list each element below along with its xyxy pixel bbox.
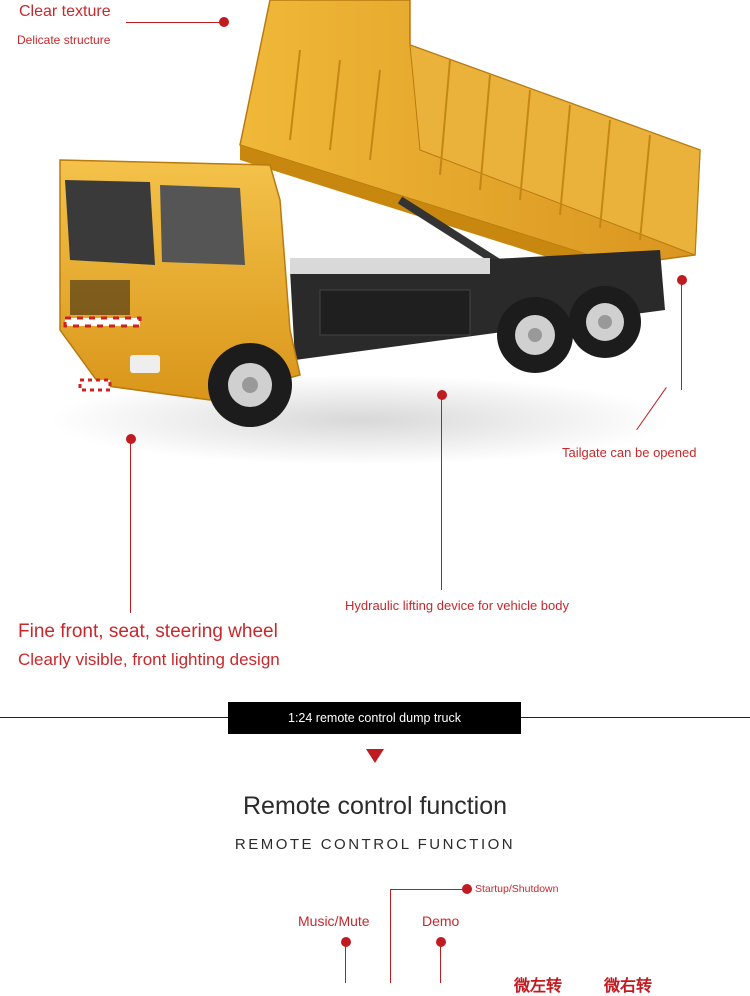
- front-marker-dot: [126, 434, 136, 444]
- hydraulic-callout: Hydraulic lifting device for vehicle bod…: [345, 598, 569, 613]
- product-banner: 1:24 remote control dump truck: [228, 702, 521, 734]
- hydraulic-marker-dot: [437, 390, 447, 400]
- tailgate-callout: Tailgate can be opened: [562, 445, 697, 460]
- partial-label-left: 微左转: [514, 976, 563, 995]
- music-mute-label: Music/Mute: [298, 913, 370, 929]
- demo-label: Demo: [422, 913, 460, 929]
- demo-leader-line: [440, 945, 441, 983]
- music-leader-line: [345, 945, 346, 983]
- front-callout-subtitle: Clearly visible, front lighting design: [18, 650, 280, 669]
- texture-leader-line: [126, 22, 224, 23]
- section-title: Remote control function: [242, 792, 508, 820]
- startup-leader-vertical: [390, 889, 391, 983]
- down-triangle-icon: [366, 749, 384, 763]
- texture-marker-dot: [219, 17, 229, 27]
- partial-label-right: 微右转: [604, 976, 653, 995]
- demo-marker-dot: [436, 937, 446, 947]
- texture-callout-subtitle: Delicate structure: [17, 33, 111, 47]
- startup-leader-horizontal: [390, 889, 466, 890]
- dump-truck-image: [50, 0, 701, 465]
- tailgate-marker-dot: [677, 275, 687, 285]
- startup-label: Startup/Shutdown: [475, 883, 559, 895]
- section-subtitle: REMOTE CONTROL FUNCTION: [234, 836, 516, 853]
- tailgate-leader-vertical: [681, 283, 682, 390]
- texture-callout-title: Clear texture: [19, 3, 111, 20]
- music-marker-dot: [341, 937, 351, 947]
- startup-marker-dot: [462, 884, 472, 894]
- hydraulic-leader-line: [441, 398, 442, 590]
- front-callout-title: Fine front, seat, steering wheel: [18, 621, 278, 642]
- front-leader-line: [130, 442, 131, 613]
